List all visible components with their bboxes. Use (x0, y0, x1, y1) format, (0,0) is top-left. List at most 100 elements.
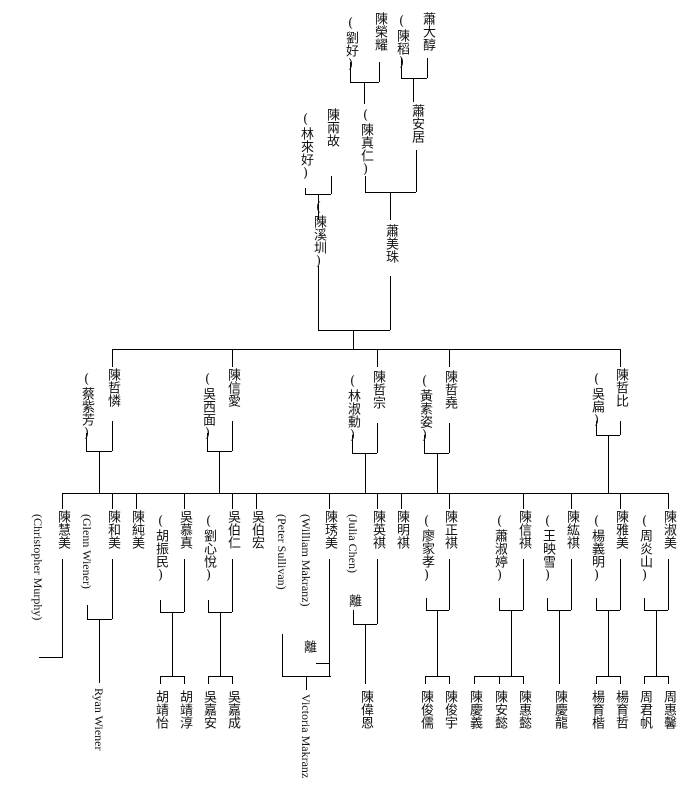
spouse-zhou-yanshan: (周炎山) (637, 514, 652, 583)
connector-line (499, 598, 500, 610)
person-chen-qingyi: 陳慶義 (467, 690, 482, 729)
connector-line (596, 421, 597, 435)
connector-line (62, 493, 63, 509)
spouse-liu-hao: (劉好) (343, 16, 358, 72)
connector-line (86, 433, 87, 451)
connector-line (656, 610, 657, 676)
person-hu-jingyi: 胡靖怡 (153, 690, 168, 729)
connector-line (112, 421, 113, 451)
connector-line (547, 598, 548, 610)
connector-line (232, 421, 233, 451)
connector-line (401, 58, 402, 78)
connector-line (112, 349, 620, 350)
spouse-lin-shuzhi: (林淑勳) (345, 374, 360, 443)
spouse-xiao-shuting: (蕭淑婷) (492, 514, 507, 583)
connector-line (112, 493, 113, 509)
spouse-liao-jiaxiao: (廖家孝) (419, 514, 434, 583)
connector-line (523, 676, 524, 684)
person-chen-yamei: 陳雅美 (613, 510, 628, 549)
person-chen-chunmei: 陳純美 (129, 510, 144, 549)
person-wu-jiaan: 吳嘉安 (201, 690, 216, 729)
person-chen-xinai: 陳信愛 (225, 368, 240, 407)
connector-line (449, 493, 450, 509)
connector-line (352, 435, 353, 453)
person-chen-hongqi: 陳紘祺 (564, 510, 579, 549)
connector-line (62, 559, 63, 657)
connector-line (364, 82, 365, 104)
connector-line (390, 192, 391, 220)
connector-line (449, 676, 450, 684)
connector-line (184, 493, 185, 509)
connector-line (644, 598, 645, 610)
connector-line (365, 624, 366, 684)
connector-line (160, 676, 185, 677)
connector-line (39, 657, 63, 658)
connector-line (596, 676, 621, 677)
connector-line (99, 619, 100, 683)
spouse-hu-zhenmin: (胡振民) (153, 514, 168, 583)
spouse-huang-suqin: (黃素姿) (417, 374, 432, 443)
person-hu-jingchun: 胡靖淳 (177, 690, 192, 729)
person-xiao-meizhu: 蕭美珠 (383, 224, 398, 263)
connector-line (208, 676, 209, 684)
connector-line (232, 493, 233, 509)
connector-line (318, 330, 390, 331)
person-ryan-wiener: Ryan Wiener (92, 688, 106, 751)
person-wu-bohong: 吳伯宏 (249, 510, 264, 549)
connector-line (365, 176, 366, 192)
person-chen-qinglong: 陳慶龍 (552, 690, 567, 729)
spouse-liu-xinyue: (劉心悅) (201, 514, 216, 583)
connector-line (305, 188, 306, 194)
connector-line (620, 349, 621, 367)
connector-line (571, 559, 572, 610)
connector-line (377, 349, 378, 367)
person-chen-yingqi: 陳英祺 (370, 510, 385, 549)
spouse-chen-zhenren: (陳真仁) (358, 108, 373, 177)
connector-line (474, 676, 475, 684)
connector-line (318, 194, 319, 220)
connector-line (644, 676, 669, 677)
connector-line (437, 453, 438, 493)
person-yang-yuzhe: 楊育哲 (613, 690, 628, 729)
connector-line (172, 612, 173, 676)
connector-line (329, 493, 330, 509)
spouse-christopher-murphy: (Christopher Murphy) (31, 514, 45, 621)
connector-line (425, 676, 450, 677)
connector-line (416, 150, 417, 192)
person-chen-junru: 陳俊儒 (418, 690, 433, 729)
connector-line (282, 634, 283, 676)
connector-line (401, 78, 427, 79)
connector-line (379, 62, 380, 82)
connector-line (256, 493, 257, 509)
connector-line (608, 435, 609, 493)
divorce-mark: 離 (301, 640, 316, 653)
connector-line (208, 600, 209, 612)
connector-line (219, 451, 220, 493)
connector-line (644, 676, 645, 684)
spouse-julia-chen: (Julia Chen) (346, 514, 360, 573)
spouse-lin-laihao: (林來好) (298, 112, 313, 181)
connector-line (318, 266, 319, 330)
person-chen-zhengqi: 陳正祺 (442, 510, 457, 549)
person-chen-zhezong: 陳哲宗 (370, 370, 385, 409)
connector-line (62, 493, 669, 494)
connector-line (523, 493, 524, 509)
connector-line (559, 610, 560, 684)
person-xiao-dachun: 蕭大醇 (420, 12, 435, 51)
connector-line (571, 493, 572, 509)
person-chen-xiumei: 陳琇美 (322, 510, 337, 549)
connector-line (668, 559, 669, 610)
person-chen-zheyao: 陳哲堯 (442, 370, 457, 409)
connector-line (511, 610, 512, 676)
connector-line (437, 610, 438, 676)
divorce-mark: 離 (346, 594, 361, 607)
connector-line (306, 676, 307, 690)
connector-line (620, 676, 621, 684)
connector-line (401, 493, 402, 509)
spouse-yang-yiming: (楊義明) (589, 514, 604, 583)
connector-line (365, 453, 366, 493)
person-chen-mingqi: 陳明祺 (394, 510, 409, 549)
person-chen-weien: 陳偉恩 (358, 690, 373, 729)
person-victoria-makranz: Victoria Makranz (299, 694, 313, 779)
connector-line (112, 349, 113, 367)
